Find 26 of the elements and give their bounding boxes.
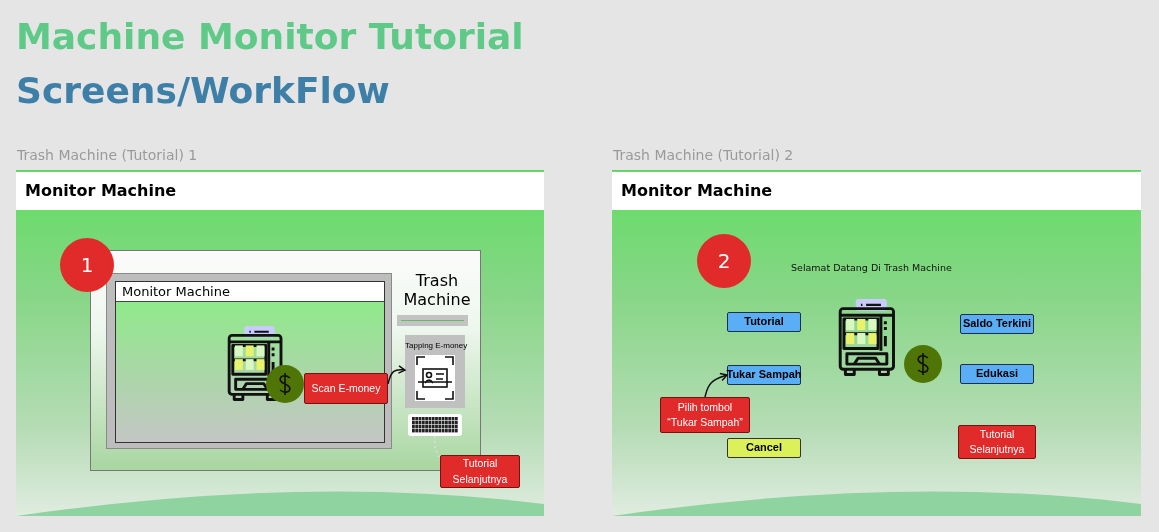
screen-caption: Trash Machine (Tutorial) 2 (613, 147, 794, 163)
instruction-note: Scan E-money (304, 373, 388, 404)
title: Machine Monitor Tutorial (16, 16, 524, 57)
screen-header: Monitor Machine (16, 172, 544, 210)
keyboard-icon (408, 414, 462, 436)
step-number-badge: 2 (697, 234, 751, 288)
cancel-button: Cancel (727, 438, 801, 458)
instruction-note: Tutorial Selanjutnya (440, 455, 520, 488)
curved-arrow (704, 372, 728, 398)
curved-arrow (387, 365, 406, 385)
monitor-screen (106, 273, 392, 449)
step-number-badge: 1 (60, 238, 114, 292)
menu-button: Saldo Terkini (960, 314, 1034, 334)
screen-header: Monitor Machine (612, 172, 1141, 210)
subtitle: Screens/WorkFlow (16, 70, 390, 111)
welcome-text: Selamat Datang Di Trash Machine (791, 262, 952, 273)
tapping-panel (405, 335, 465, 408)
dotted-connector (433, 435, 441, 460)
instruction-note: Tutorial Selanjutnya (958, 425, 1036, 459)
panel-label: Tapping E-money (405, 341, 465, 350)
screen-caption: Trash Machine (Tutorial) 1 (17, 147, 198, 163)
menu-button: Edukasi (960, 364, 1034, 384)
monitor-header: Monitor Machine (116, 282, 384, 302)
instruction-note: Pilih tombol “Tukar Sampah” (660, 397, 750, 433)
menu-button: Tutorial (727, 312, 801, 332)
machine-title: Trash Machine (402, 271, 472, 309)
